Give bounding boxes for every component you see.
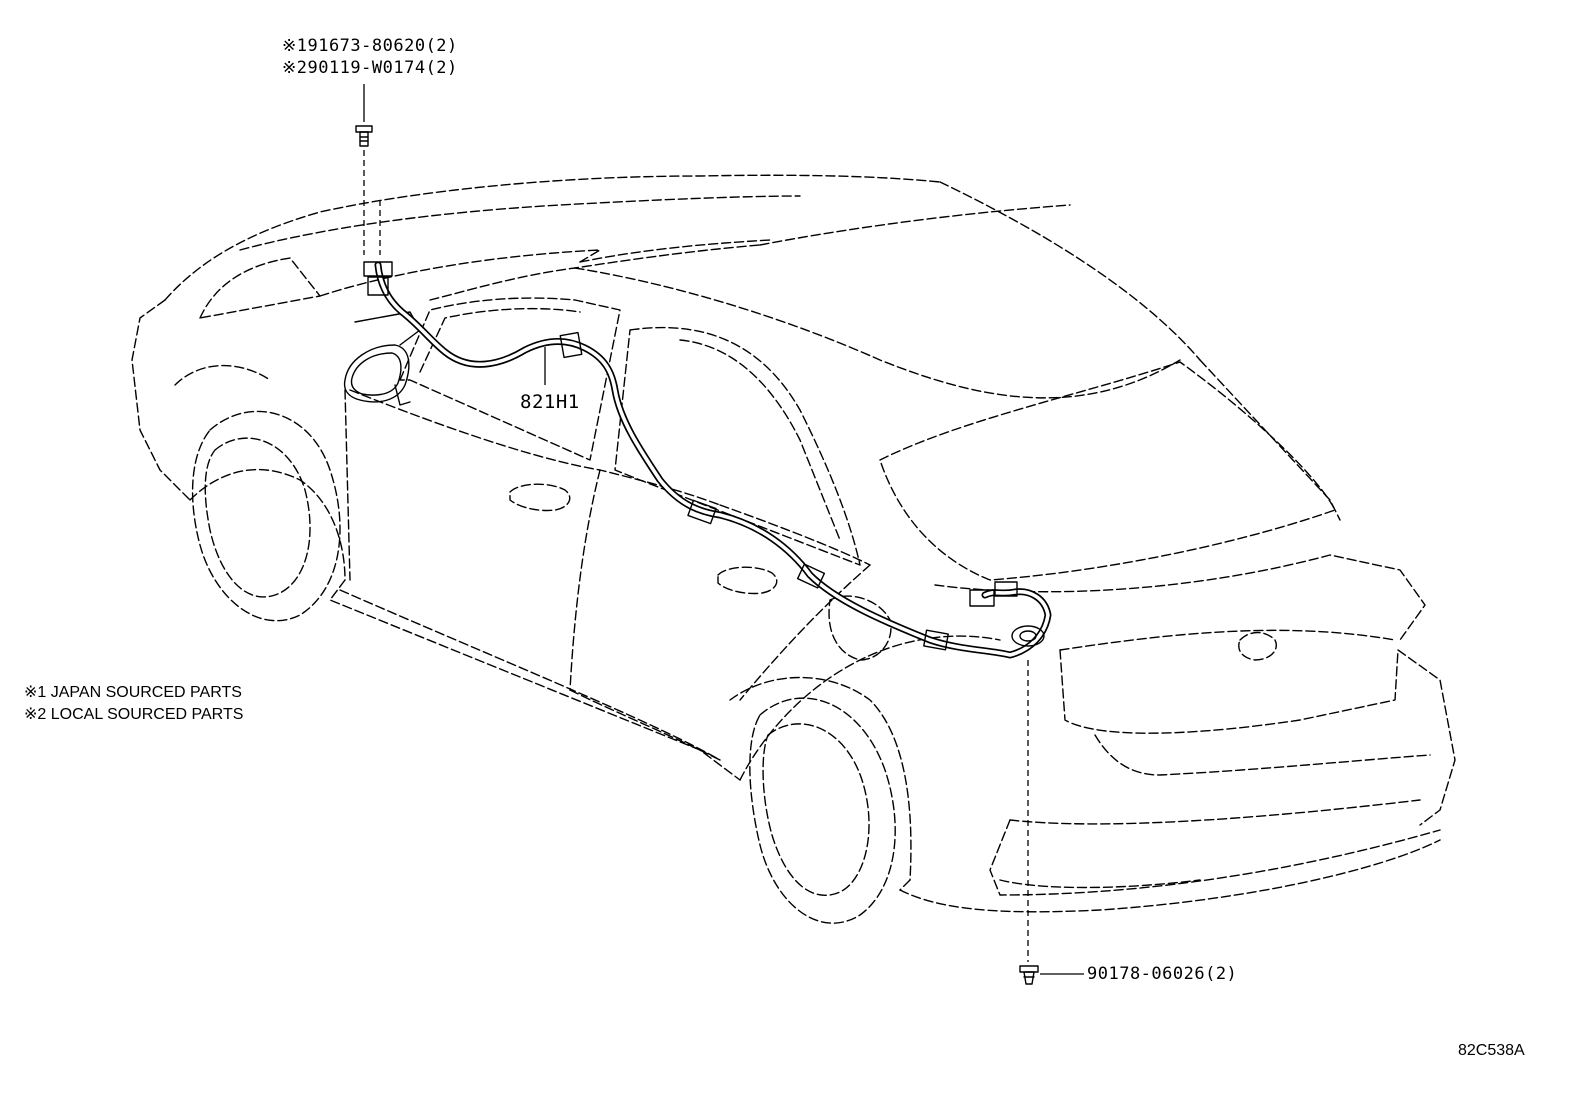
clip-part-number: 90178-06026(2)	[1087, 964, 1238, 984]
clip-icon	[1019, 965, 1039, 985]
note-local-sourced: ※2 LOCAL SOURCED PARTS	[24, 706, 244, 723]
illustration-code: 82C538A	[1458, 1042, 1525, 1059]
bolt-part-number-2: ※290119-W0174(2)	[282, 58, 458, 78]
vehicle-outline	[131, 174, 1456, 924]
mirror-assembly	[343, 311, 421, 406]
harness-part-number: 821H1	[520, 391, 580, 413]
wire-harness-icon	[363, 261, 1052, 659]
note-japan-sourced: ※1 JAPAN SOURCED PARTS	[24, 684, 242, 701]
bolt-icon	[355, 125, 373, 147]
bolt-part-number-1: ※191673-80620(2)	[282, 36, 458, 56]
